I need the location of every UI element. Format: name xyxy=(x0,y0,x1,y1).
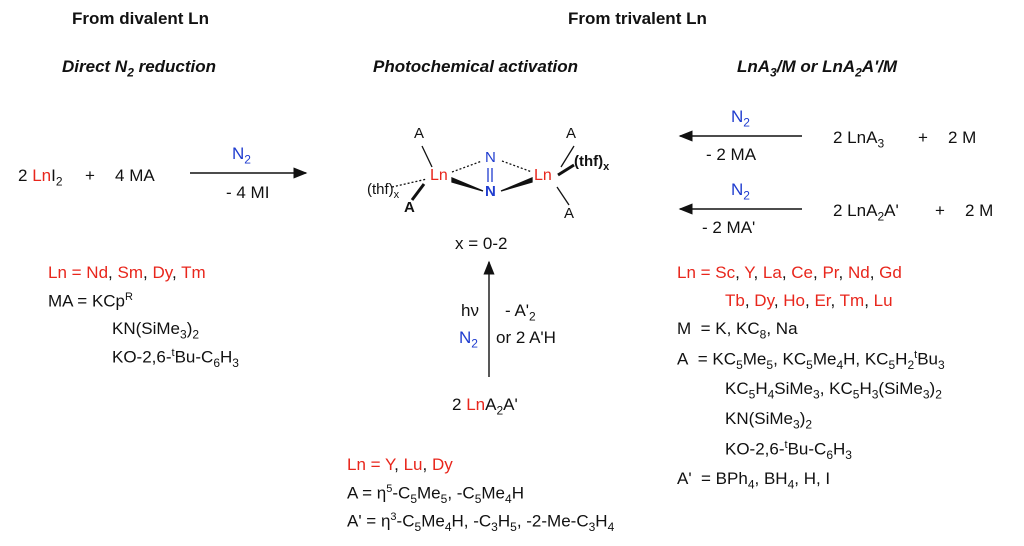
product-bonds xyxy=(391,145,575,206)
product-n-top: N xyxy=(485,149,496,166)
center-minus-a2: - A'2 xyxy=(505,301,536,324)
product-a-bottom-right: A xyxy=(564,205,575,222)
heading-divalent: From divalent Ln xyxy=(72,9,209,28)
center-n2: N2 xyxy=(459,328,478,351)
heading-trivalent: From trivalent Ln xyxy=(568,9,707,28)
product-ln-right: Ln xyxy=(534,167,552,184)
left-legend-ln: Ln = Nd, Sm, Dy, Tm xyxy=(48,263,206,282)
left-arrow-byproduct: - 4 MI xyxy=(226,183,270,202)
right-r2-reactant: 2 LnA2A' xyxy=(833,201,899,224)
center-reactant: 2 LnA2A' xyxy=(452,395,518,418)
right-legend-m: M = K, KC8, Na xyxy=(677,319,798,342)
right-r1-reactant: 2 LnA3 xyxy=(833,128,885,151)
right-r2-m: 2 M xyxy=(965,201,994,220)
right-r1-m: 2 M xyxy=(948,128,977,147)
product-thf-right: (thf)x xyxy=(574,153,610,173)
center-legend-a: A = η5-C5Me5, -C5Me4H xyxy=(347,483,524,507)
center-or-ah: or 2 A'H xyxy=(496,328,556,347)
left-plus: + xyxy=(85,166,95,185)
right-r2-byproduct: - 2 MA' xyxy=(702,218,756,237)
right-legend-a-3: KN(SiMe3)2 xyxy=(725,409,813,432)
heading-direct-reduction: Direct N2 reduction xyxy=(62,57,217,80)
right-r1-byproduct: - 2 MA xyxy=(706,145,757,164)
heading-lna3-m: LnA3/M or LnA2A'/M xyxy=(737,57,898,80)
product-thf-left: (thf)x xyxy=(367,181,400,201)
left-legend-ma-3: KO-2,6-tBu-C6H3 xyxy=(112,347,239,371)
right-legend-a-prime: A' = BPh4, BH4, H, I xyxy=(677,469,831,492)
right-r1-n2: N2 xyxy=(731,107,750,130)
left-reactant-ln: 2 LnI2 xyxy=(18,166,63,189)
product-n-bottom: N xyxy=(485,183,496,200)
product-ln-left: Ln xyxy=(430,167,448,184)
right-legend-ln-2: Tb, Dy, Ho, Er, Tm, Lu xyxy=(725,291,893,310)
product-a-top-left: A xyxy=(414,125,425,142)
product-a-top-right: A xyxy=(566,125,577,142)
center-legend-a-prime: A' = η3-C5Me4H, -C3H5, -2-Me-C3H4 xyxy=(347,511,615,535)
left-arrow-n2: N2 xyxy=(232,144,251,167)
product-a-bottom-left: A xyxy=(404,199,415,216)
product-x-range: x = 0-2 xyxy=(455,234,508,253)
center-hv: hν xyxy=(461,301,479,320)
center-legend-ln: Ln = Y, Lu, Dy xyxy=(347,455,453,474)
left-legend-ma-label: MA = KCpR xyxy=(48,291,133,311)
right-legend-a-4: KO-2,6-tBu-C6H3 xyxy=(725,439,852,463)
right-r2-plus: + xyxy=(935,201,945,220)
right-legend-ln-1: Ln = Sc, Y, La, Ce, Pr, Nd, Gd xyxy=(677,263,902,282)
left-legend-ma-2: KN(SiMe3)2 xyxy=(112,319,200,342)
right-r2-n2: N2 xyxy=(731,180,750,203)
left-reactant-ma: 4 MA xyxy=(115,166,155,185)
right-r1-plus: + xyxy=(918,128,928,147)
right-legend-a-1: A = KC5Me5, KC5Me4H, KC5H2tBu3 xyxy=(677,349,945,373)
right-legend-a-2: KC5H4SiMe3, KC5H3(SiMe3)2 xyxy=(725,379,942,402)
heading-photochemical: Photochemical activation xyxy=(373,57,578,76)
